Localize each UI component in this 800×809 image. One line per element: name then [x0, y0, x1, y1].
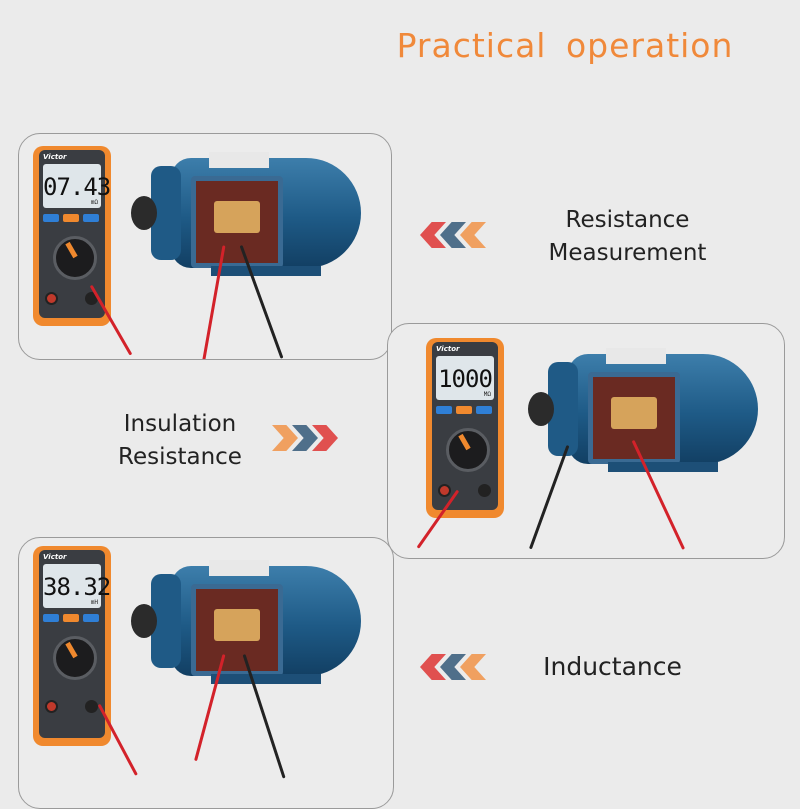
input-jack: [45, 700, 58, 713]
meter-unit: MΩ: [483, 391, 491, 398]
electric-motor: [131, 148, 371, 278]
electric-motor: [131, 556, 371, 686]
meter-button: [83, 214, 99, 222]
brand-logo: Victor: [43, 153, 67, 161]
terminal-box: [588, 372, 680, 464]
meter-button: [476, 406, 492, 414]
brand-logo: Victor: [436, 345, 460, 353]
terminal-box: [191, 584, 283, 676]
electric-motor: [528, 344, 768, 474]
meter-button: [83, 614, 99, 622]
input-jack: [85, 700, 98, 713]
rotary-dial: [53, 236, 97, 280]
meter-reading: 38.32: [43, 573, 111, 601]
arrow-left-icon: [420, 654, 486, 680]
meter-unit: mΩ: [90, 199, 98, 206]
meter-reading: 1000: [438, 365, 493, 393]
meter-button: [43, 614, 59, 622]
meter-button: [63, 614, 79, 622]
meter-button: [456, 406, 472, 414]
input-jack: [478, 484, 491, 497]
arrow-left-icon: [420, 222, 486, 248]
brand-logo: Victor: [43, 553, 67, 561]
input-jack: [45, 292, 58, 305]
arrow-right-icon: [272, 425, 338, 451]
meter-unit: mH: [90, 599, 98, 606]
page-title: Practical operation: [396, 26, 734, 65]
inductance-label: Inductance: [543, 652, 682, 681]
meter-button: [43, 214, 59, 222]
meter-button: [436, 406, 452, 414]
rotary-dial: [446, 428, 490, 472]
terminal-box: [191, 176, 283, 268]
input-jack: [438, 484, 451, 497]
meter-button: [63, 214, 79, 222]
rotary-dial: [53, 636, 97, 680]
meter-reading: 07.43: [43, 173, 111, 201]
